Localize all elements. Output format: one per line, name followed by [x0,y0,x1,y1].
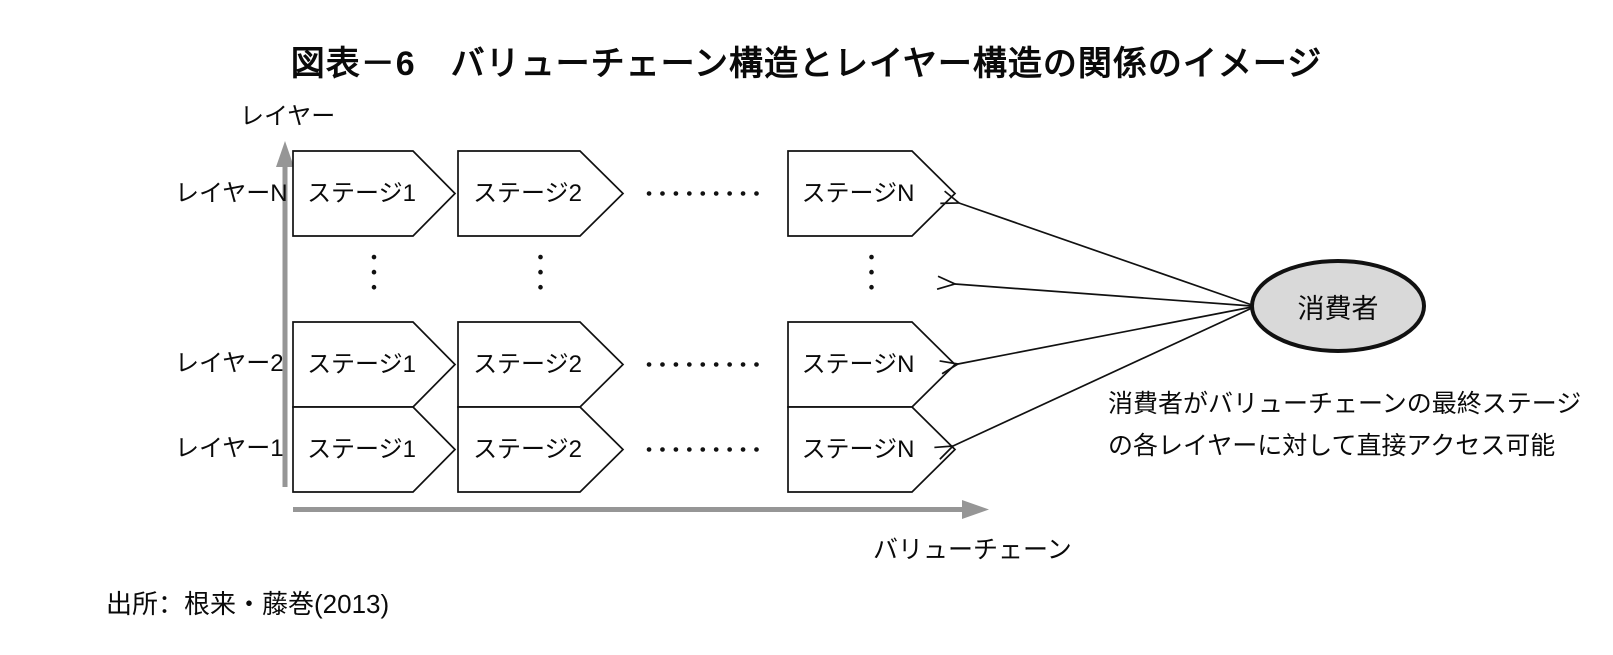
chevron-layer1-stage2 [457,406,625,493]
consumer-label: 消費者 [1297,293,1379,324]
chevron-layer1-stage1 [292,406,457,493]
arrow-to-layerN-stageN [959,203,1253,306]
chevron-layer2-stage2 [457,321,625,408]
layer1-chevrons [292,406,957,493]
x-axis-label: バリューチェーン [873,536,1072,564]
chevron-layer2-stage1 [292,321,457,408]
arrow-to-middle-layers [955,284,1253,307]
chevron-layer1-stageN [787,406,957,493]
source-citation: 出所：根来・藤巻(2013) [106,589,390,619]
layer-label-N: レイヤーN [175,180,288,207]
label-layer2-stage2: ステージ2 [473,351,582,378]
horizontal-continuation-dots [646,191,772,452]
layer-label-1: レイヤー1 [175,435,284,462]
consumer-access-arrows [953,203,1253,446]
label-layer2-stageN: ステージN [801,351,915,378]
chevron-layer2-stageN [787,321,957,408]
y-axis-arrow [276,141,294,487]
label-layerN-stageN: ステージN [801,180,915,207]
label-layer2-stage1: ステージ1 [307,351,416,378]
arrow-to-layer1-stageN [953,307,1253,446]
y-axis-label: レイヤー [240,103,336,130]
note-line-2: の各レイヤーに対して直接アクセス可能 [1108,432,1556,460]
label-layer1-stage1: ステージ1 [307,436,416,463]
arrow-to-layer2-stageN [958,306,1253,364]
label-layer1-stageN: ステージN [801,436,915,463]
layer2-chevrons [292,321,957,408]
x-axis-arrow [293,500,989,519]
consumer-access-note: 消費者がバリューチェーンの最終ステージ の各レイヤーに対して直接アクセス可能 [1108,383,1588,467]
vertical-continuation-dots [371,254,874,305]
note-line-1: 消費者がバリューチェーンの最終ステージ [1108,390,1582,418]
layerN-chevrons [292,150,957,237]
figure-title: 図表－6 バリューチェーン構造とレイヤー構造の関係のイメージ [290,45,1323,83]
layer-label-2: レイヤー2 [175,350,284,377]
chevron-layerN-stage1 [292,150,457,237]
label-layer1-stage2: ステージ2 [473,436,582,463]
chevron-layerN-stage2 [457,150,625,237]
label-layerN-stage2: ステージ2 [473,180,582,207]
label-layerN-stage1: ステージ1 [307,180,416,207]
chevron-layerN-stageN [787,150,957,237]
